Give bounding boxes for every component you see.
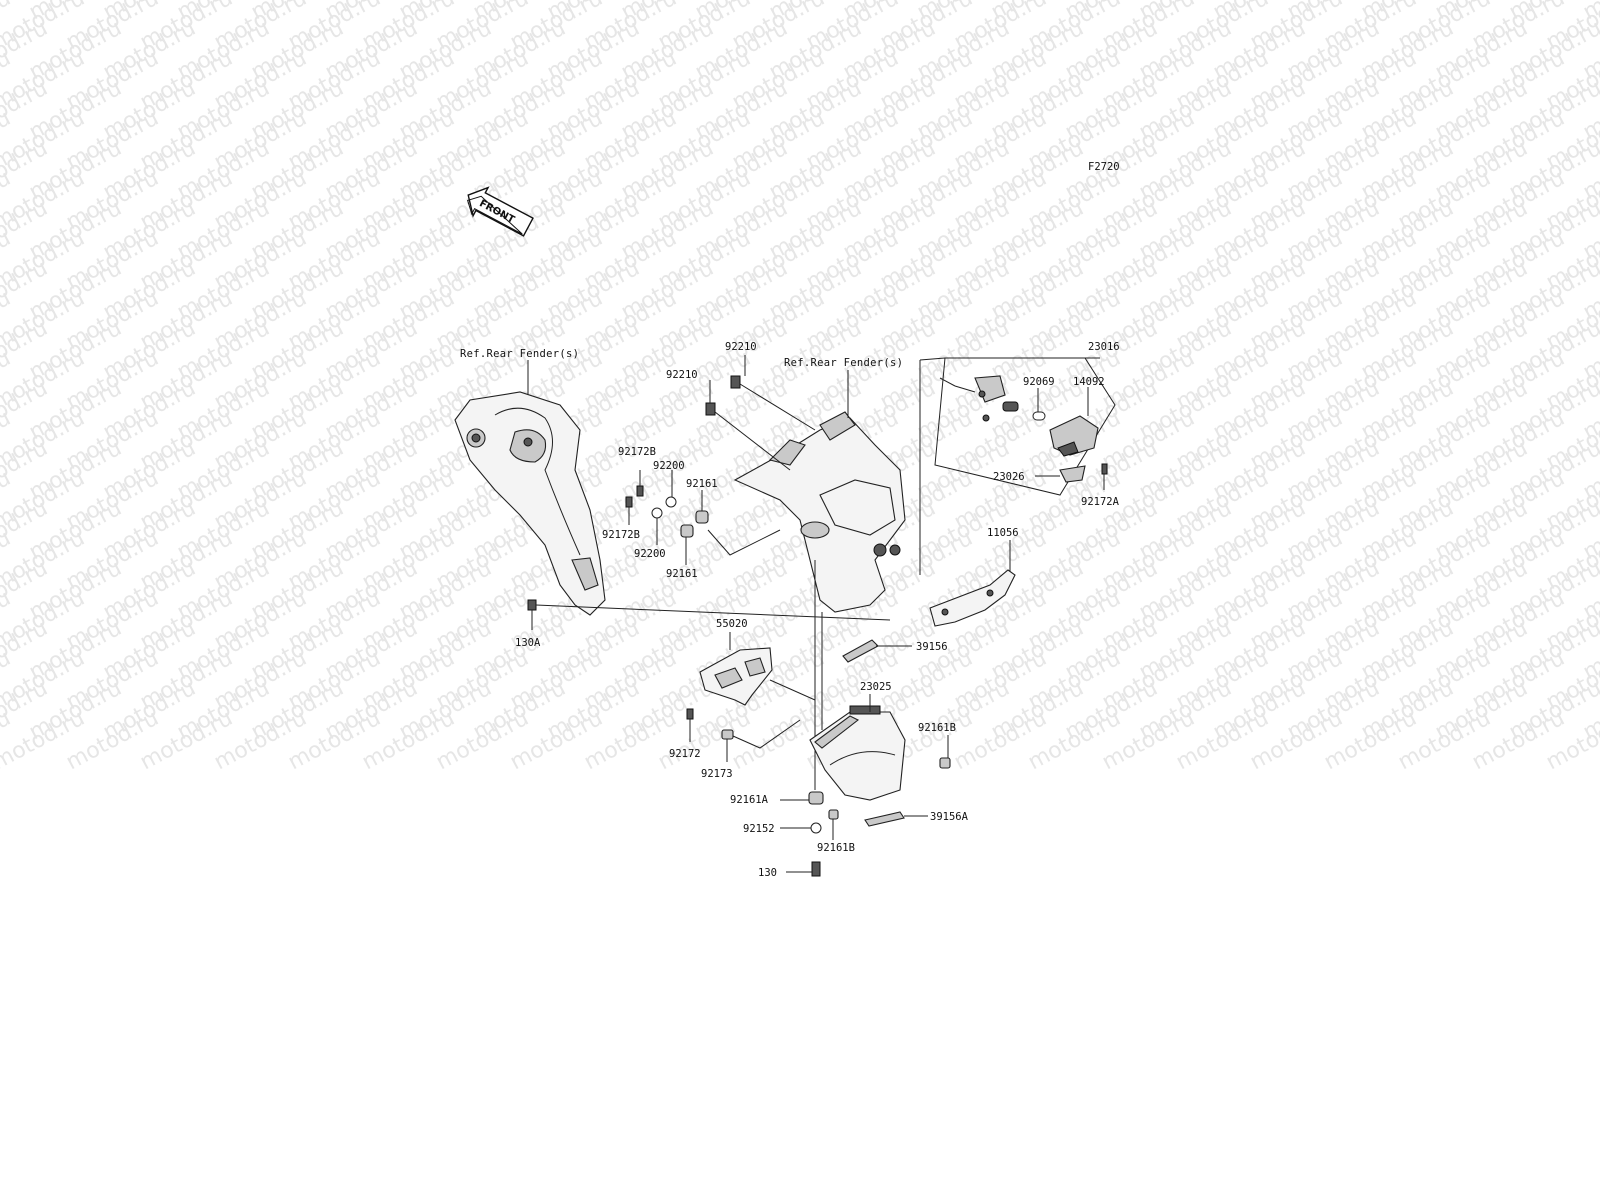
label-130: 130 xyxy=(758,867,777,879)
license-light-assembly-box xyxy=(919,357,1116,575)
collar-92173 xyxy=(721,729,734,740)
grommet-92161-top xyxy=(695,510,709,524)
collar-92152 xyxy=(810,822,822,834)
washer-92200-bottom xyxy=(651,507,663,519)
label-92172B-bottom: 92172B xyxy=(602,529,640,541)
label-55020: 55020 xyxy=(716,618,748,630)
label-130A: 130A xyxy=(515,637,541,649)
pad-39156 xyxy=(842,639,879,663)
label-92161B-bottom: 92161B xyxy=(817,842,855,854)
bolt-130 xyxy=(811,861,821,877)
bracket-11056 xyxy=(929,569,1016,627)
grommet-92161-bottom xyxy=(680,524,694,538)
grommet-92161B-bottom xyxy=(828,809,839,820)
screw-92172B-bottom xyxy=(625,496,633,508)
label-14092: 14092 xyxy=(1073,376,1105,388)
ref-rear-fender-right: Ref.Rear Fender(s) xyxy=(784,357,903,369)
screw-92172 xyxy=(686,708,694,720)
mounting-bracket-55020 xyxy=(699,647,816,706)
label-92152: 92152 xyxy=(743,823,775,835)
bolt-130A xyxy=(527,599,537,611)
pad-39156A xyxy=(864,811,905,827)
label-23016: 23016 xyxy=(1088,341,1120,353)
label-39156: 39156 xyxy=(916,641,948,653)
washer-92200-top xyxy=(665,496,677,508)
screw-92172A xyxy=(1101,463,1108,475)
label-92200-top: 92200 xyxy=(653,460,685,472)
clip-92210-top xyxy=(730,375,741,389)
left-rear-fender-part xyxy=(454,391,606,616)
grommet-92161B-right xyxy=(939,757,951,769)
label-23025: 23025 xyxy=(860,681,892,693)
lamp-socket-part xyxy=(939,375,1019,422)
grommet-92161A xyxy=(808,791,824,805)
label-92069: 92069 xyxy=(1023,376,1055,388)
label-92200-bottom: 92200 xyxy=(634,548,666,560)
label-92161-bottom: 92161 xyxy=(666,568,698,580)
label-92172B-top: 92172B xyxy=(618,446,656,458)
label-92210-top: 92210 xyxy=(725,341,757,353)
bulb-92069 xyxy=(1032,411,1046,421)
lens-14092 xyxy=(1049,415,1099,457)
rear-fender-main-part xyxy=(733,411,906,613)
label-39156A: 39156A xyxy=(930,811,969,823)
label-11056: 11056 xyxy=(987,527,1019,539)
label-92161B-right: 92161B xyxy=(918,722,956,734)
tail-lamp-23025 xyxy=(809,705,906,801)
label-23026: 23026 xyxy=(993,471,1025,483)
label-92161A: 92161A xyxy=(730,794,769,806)
clip-92210-left xyxy=(705,402,716,416)
ref-rear-fender-left: Ref.Rear Fender(s) xyxy=(460,348,579,360)
figure-code: F2720 xyxy=(1088,161,1120,173)
label-92172A: 92172A xyxy=(1081,496,1120,508)
label-92172: 92172 xyxy=(669,748,701,760)
gasket-23026 xyxy=(1059,465,1086,483)
front-arrow-icon: FRONT xyxy=(467,186,534,237)
label-92210-left: 92210 xyxy=(666,369,698,381)
screw-92172B-top xyxy=(636,485,644,497)
label-92161-top: 92161 xyxy=(686,478,718,490)
label-92173: 92173 xyxy=(701,768,733,780)
